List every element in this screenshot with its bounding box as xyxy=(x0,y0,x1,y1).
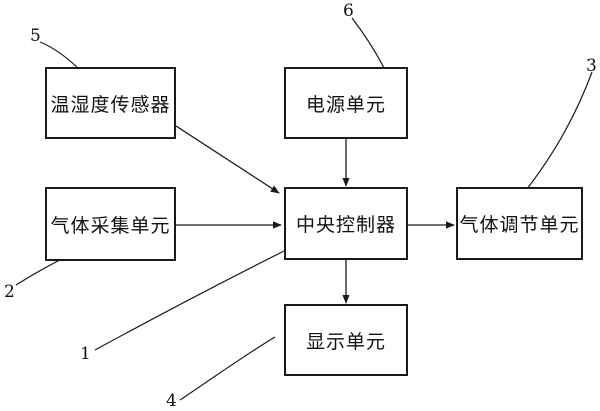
reference-number-2: 2 xyxy=(4,282,15,302)
reference-number-5: 5 xyxy=(30,26,41,46)
leader-line-1 xyxy=(94,246,293,351)
reference-number-1: 1 xyxy=(80,344,91,364)
reference-number-3: 3 xyxy=(586,56,597,76)
reference-number-4: 4 xyxy=(166,391,177,411)
arrow-sensor-to-controller xyxy=(175,125,280,194)
power-unit-block: 电源单元 xyxy=(284,67,408,139)
leader-line-3 xyxy=(522,71,593,195)
temperature-humidity-sensor-block: 温湿度传感器 xyxy=(45,67,176,139)
central-controller-block: 中央控制器 xyxy=(284,187,408,260)
reference-number-6: 6 xyxy=(343,1,354,21)
display-unit-block: 显示单元 xyxy=(284,304,408,376)
gas-collection-unit-block: 气体采集单元 xyxy=(45,187,176,261)
gas-regulation-unit-block: 气体调节单元 xyxy=(456,187,583,260)
leader-line-4 xyxy=(179,336,276,401)
